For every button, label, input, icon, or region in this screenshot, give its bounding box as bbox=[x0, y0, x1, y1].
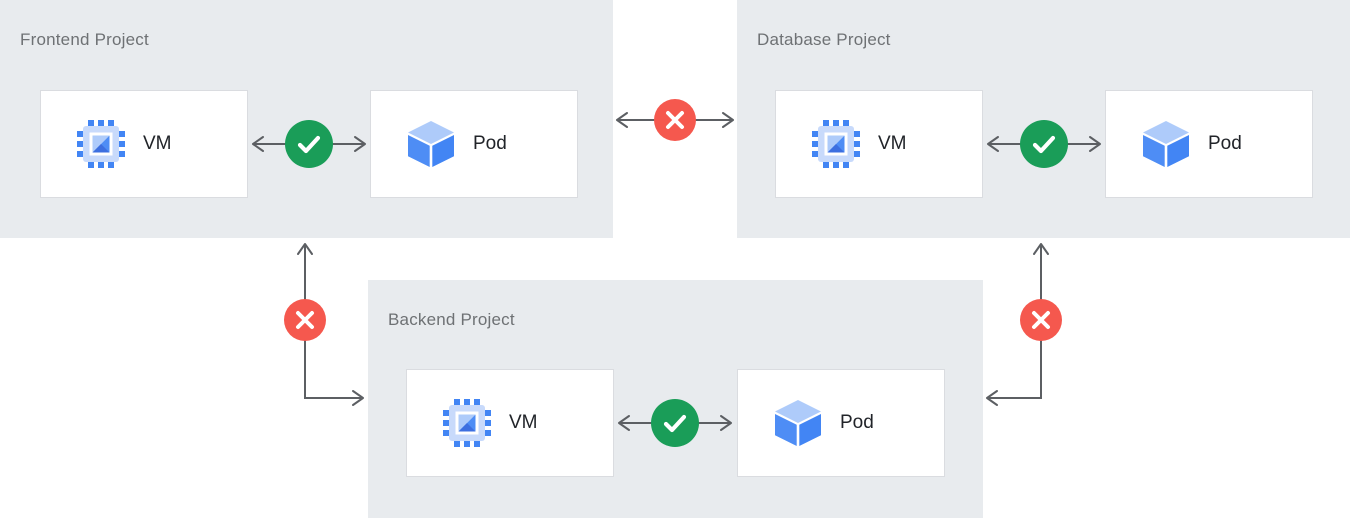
pod-cube-icon bbox=[408, 121, 454, 167]
frontend-project-title: Frontend Project bbox=[20, 30, 149, 49]
frontend-vm-node: VM bbox=[40, 90, 248, 198]
database-pod-node: Pod bbox=[1105, 90, 1313, 198]
backend-pod-node: Pod bbox=[737, 369, 945, 477]
vm-label: VM bbox=[878, 133, 907, 154]
pod-label: Pod bbox=[840, 412, 874, 433]
pod-cube-icon bbox=[775, 400, 821, 446]
x-circle-icon bbox=[654, 99, 696, 141]
vm-label: VM bbox=[143, 133, 172, 154]
database-vm-node: VM bbox=[775, 90, 983, 198]
compute-chip-icon bbox=[77, 120, 125, 168]
pod-label: Pod bbox=[473, 133, 507, 154]
compute-chip-icon bbox=[812, 120, 860, 168]
pod-cube-icon bbox=[1143, 121, 1189, 167]
x-circle-icon bbox=[284, 299, 326, 341]
frontend-database-arrow bbox=[616, 99, 734, 141]
database-backend-arrow bbox=[986, 243, 1062, 406]
x-circle-icon bbox=[1020, 299, 1062, 341]
pod-label: Pod bbox=[1208, 133, 1242, 154]
frontend-backend-arrow bbox=[284, 243, 364, 406]
database-project-title: Database Project bbox=[757, 30, 891, 49]
vm-label: VM bbox=[509, 412, 538, 433]
backend-project-title: Backend Project bbox=[388, 310, 515, 329]
frontend-pod-node: Pod bbox=[370, 90, 578, 198]
backend-vm-node: VM bbox=[406, 369, 614, 477]
compute-chip-icon bbox=[443, 399, 491, 447]
